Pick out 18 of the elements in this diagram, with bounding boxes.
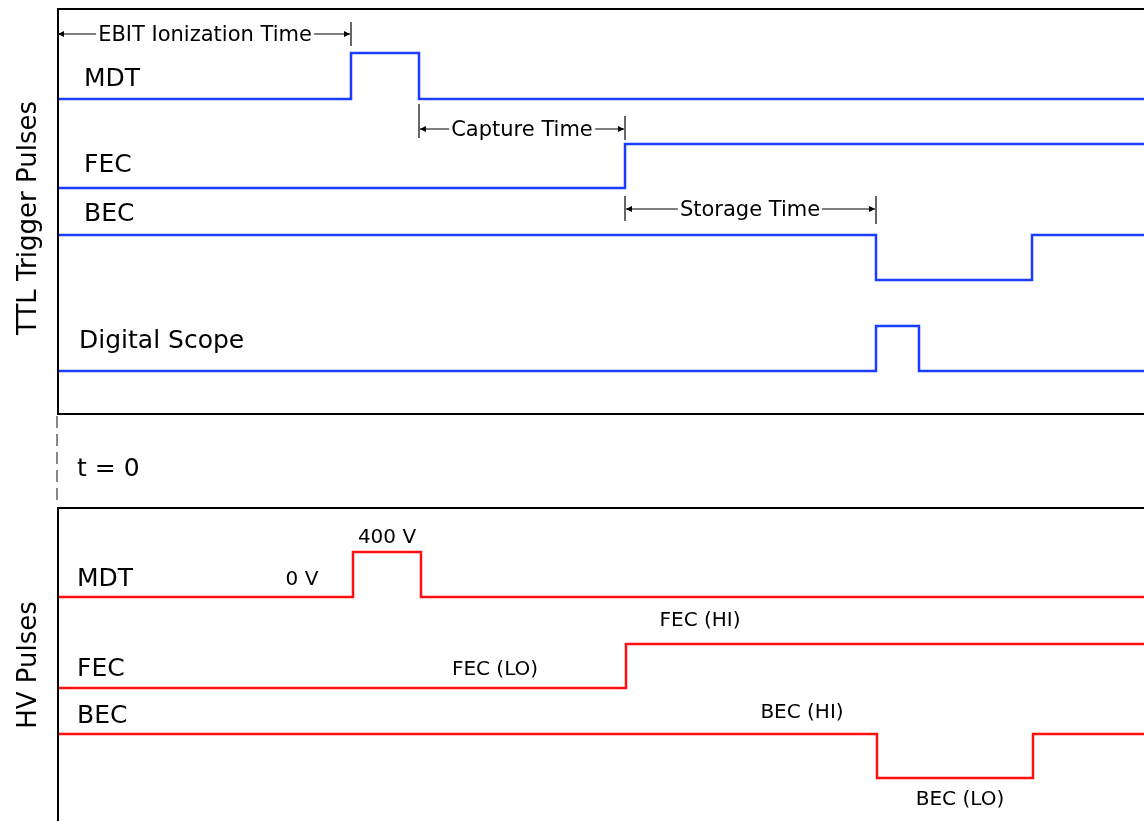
signal-label: BEC xyxy=(77,701,128,727)
signal-label: Digital Scope xyxy=(79,326,245,352)
axis-title: HV Pulses xyxy=(14,601,40,729)
voltage-label: FEC (HI) xyxy=(659,609,741,629)
axis-title: TTL Trigger Pulses xyxy=(14,101,40,335)
signal-label: MDT xyxy=(84,64,141,90)
voltage-label: 400 V xyxy=(357,526,417,546)
signal-label: FEC xyxy=(77,654,125,680)
time-label: t = 0 xyxy=(77,454,140,480)
voltage-label: BEC (LO) xyxy=(915,788,1005,808)
voltage-label: FEC (LO) xyxy=(451,658,539,678)
voltage-label: 0 V xyxy=(285,568,319,588)
dimension-label: Storage Time xyxy=(677,198,823,220)
signal-label: MDT xyxy=(77,564,134,590)
dimension-label: Capture Time xyxy=(449,118,595,140)
voltage-label: BEC (HI) xyxy=(760,701,844,721)
signal-label: FEC xyxy=(84,150,132,176)
signal-label: BEC xyxy=(84,199,135,225)
